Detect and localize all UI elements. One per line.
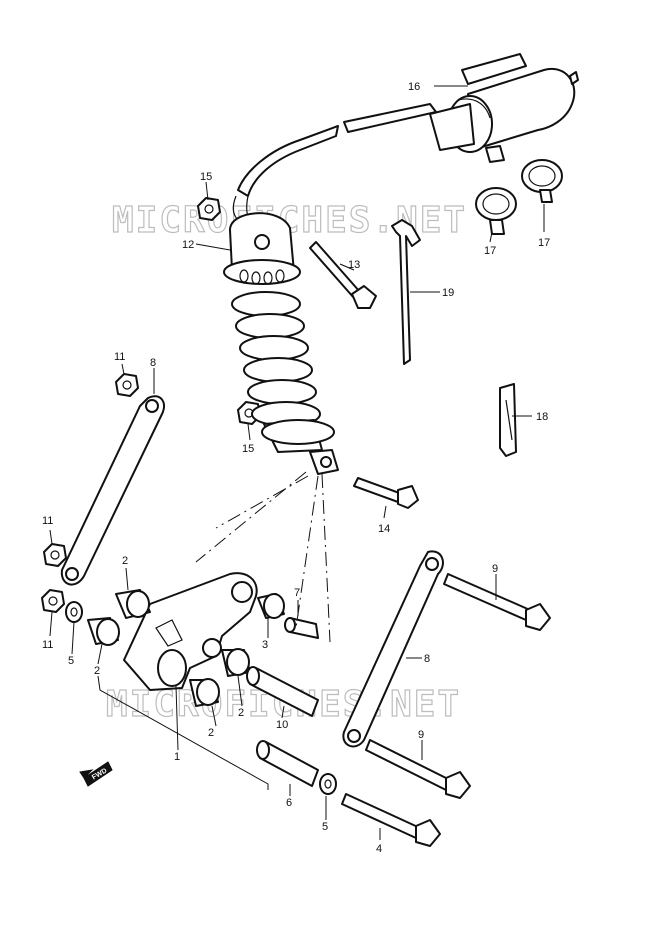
callout-15-lower: 15: [242, 443, 254, 455]
callout-5-right: 5: [322, 821, 328, 833]
callout-3: 3: [262, 639, 268, 651]
callout-2-d: 2: [208, 727, 214, 739]
bolt-lower-14: [353, 477, 419, 509]
nut-11-top: [115, 373, 139, 397]
fwd-direction-arrow: FWD: [79, 761, 113, 787]
spacer-3: [257, 593, 285, 619]
callout-18: 18: [536, 411, 548, 423]
callout-2-b: 2: [94, 665, 100, 677]
callout-8-right: 8: [424, 653, 430, 665]
fwd-label: FWD: [91, 767, 108, 781]
callout-8-left: 8: [150, 357, 156, 369]
assembly-lines: [195, 471, 331, 643]
sleeve-10: [246, 666, 319, 717]
sleeve-6: [256, 740, 319, 787]
cushion-rod-left: [60, 395, 166, 586]
callout-12: 12: [182, 239, 194, 251]
callout-6: 6: [286, 797, 292, 809]
callout-11-bottom: 11: [42, 639, 53, 651]
callout-9-lower: 9: [418, 729, 424, 741]
callout-16: 16: [408, 81, 420, 93]
bolt-upper-13: [309, 241, 377, 309]
callout-17-right: 17: [538, 237, 550, 249]
callout-numbers: 16 15 12 13 19 18 17 17 15 14 11 8 11 11…: [42, 81, 550, 855]
callout-13: 13: [348, 259, 360, 271]
callout-9-upper: 9: [492, 563, 498, 575]
callout-14: 14: [378, 523, 390, 535]
callout-5-left: 5: [68, 655, 74, 667]
callout-17-left: 17: [484, 245, 496, 257]
callout-7: 7: [294, 587, 300, 599]
cushion-lever: [123, 572, 258, 691]
callout-2-c: 2: [238, 707, 244, 719]
bolt-9-upper: [443, 573, 551, 631]
nut-11-middle: [43, 543, 67, 567]
washer-5-left: [65, 601, 83, 623]
clip: [499, 383, 517, 457]
callout-2-a: 2: [122, 555, 128, 567]
bolt-9-lower: [365, 739, 471, 799]
nut-upper-15: [197, 197, 221, 221]
leader-lines: [49, 85, 545, 840]
hose-clamp-left: [475, 187, 517, 235]
callout-15-upper: 15: [200, 171, 212, 183]
shock-absorber: [223, 212, 339, 475]
bearing-2-c: [221, 648, 251, 677]
bearing-2-d: [189, 678, 220, 707]
reservoir-tank: [429, 53, 579, 163]
hook-wrench: [391, 219, 421, 365]
sleeve-7: [284, 617, 319, 639]
cushion-rod-right: [342, 550, 444, 748]
bearing-2-b: [87, 617, 120, 646]
washer-5-right: [319, 773, 337, 795]
callout-19: 19: [442, 287, 454, 299]
hose-clamp-right: [521, 159, 563, 203]
callout-4: 4: [376, 843, 382, 855]
callout-11-middle: 11: [42, 515, 53, 527]
bearing-2-a: [115, 589, 151, 619]
bolt-4: [341, 793, 441, 847]
callout-1: 1: [174, 751, 180, 763]
nut-11-bottom: [41, 589, 65, 613]
callout-10: 10: [276, 719, 288, 731]
callout-11-top: 11: [114, 351, 125, 363]
